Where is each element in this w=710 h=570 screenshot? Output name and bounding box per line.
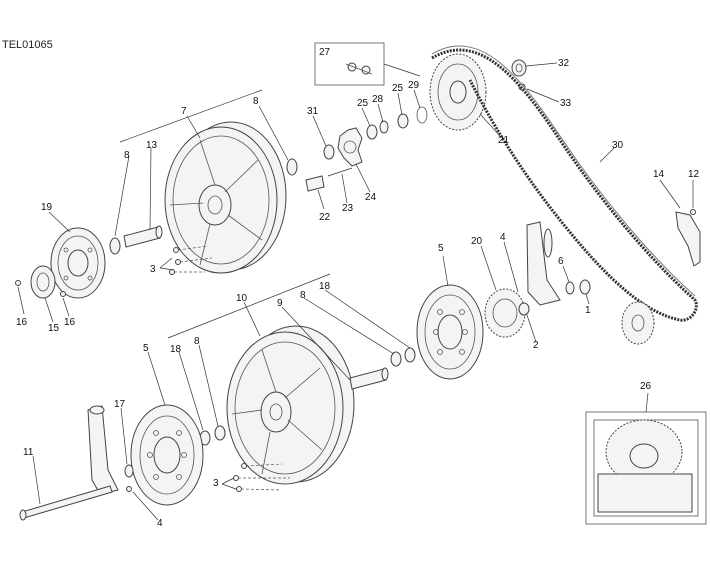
callout-6: 6: [558, 256, 564, 267]
callout-8-b: 8: [124, 150, 130, 161]
washer-28: [379, 120, 389, 134]
callout-13: 13: [146, 140, 158, 151]
callout-8-a: 8: [253, 96, 259, 107]
callout-3-bottom: 3: [213, 478, 219, 489]
drawing-reference-code: TEL01065: [2, 39, 53, 51]
callout-32: 32: [558, 58, 570, 69]
detail-27-pointer: [383, 63, 421, 77]
sprocket-carrier-24: [337, 127, 363, 167]
seal-18b: [404, 347, 416, 363]
bolt-16a: [15, 280, 21, 286]
callout-4-bottom: 4: [157, 518, 163, 529]
callout-7: 7: [181, 106, 187, 117]
front-sprocket: [621, 301, 655, 345]
callout-8-d: 8: [194, 336, 200, 347]
pin-23: [327, 167, 353, 177]
callout-27: 27: [319, 47, 331, 58]
callout-16-b: 16: [64, 317, 76, 328]
callout-5-left: 5: [143, 343, 149, 354]
brake-disc-19: [50, 227, 106, 299]
callout-29: 29: [408, 80, 420, 91]
nut-2: [518, 302, 530, 316]
callout-11: 11: [23, 447, 34, 458]
wheel-7: [164, 121, 287, 274]
screw-12: [690, 209, 696, 215]
callout-14: 14: [653, 169, 665, 180]
caliper-bracket-15: [30, 265, 56, 299]
callout-19: 19: [41, 202, 53, 213]
callout-15: 15: [48, 323, 60, 334]
circlip-29: [416, 106, 428, 124]
bolts-3-top: [169, 245, 213, 275]
bolt-16b: [60, 291, 66, 297]
callout-21: 21: [498, 135, 510, 146]
nut-detail-27: [345, 62, 373, 75]
spacer-22: [305, 175, 325, 192]
bearing-8b: [286, 158, 298, 176]
leader-lines: [17, 62, 694, 521]
callout-12: 12: [688, 169, 700, 180]
spacer-13: [123, 225, 163, 248]
nut-32: [511, 59, 527, 77]
callout-1: 1: [585, 305, 591, 316]
nut-1: [579, 279, 591, 295]
washer-17: [124, 464, 134, 478]
callout-17: 17: [114, 399, 126, 410]
callout-30: 30: [612, 140, 624, 151]
callout-25-b: 25: [392, 83, 404, 94]
callout-labels: 7 8 8 13 19 3 16 15 16 31 25 28 25 29 27…: [16, 47, 700, 529]
fork-leg: [87, 405, 119, 495]
rear-sprocket-21: [429, 53, 487, 131]
bearing-31: [323, 144, 335, 160]
callout-3-top: 3: [150, 264, 156, 275]
callout-2: 2: [533, 340, 539, 351]
sprocket-detail-26: [593, 419, 699, 517]
callout-8-c: 8: [300, 290, 306, 301]
swingarm-pivot-4: [526, 221, 561, 306]
wheel-10: [226, 325, 355, 485]
washer-6: [565, 281, 575, 295]
callout-33: 33: [560, 98, 572, 109]
callout-28: 28: [372, 94, 384, 105]
callout-20: 20: [471, 236, 483, 247]
spacer-9: [349, 367, 389, 390]
front-assembly-bracket-line: [167, 273, 331, 339]
bearing-8d: [390, 351, 402, 367]
bearing-8a: [109, 237, 121, 255]
callout-16-a: 16: [16, 317, 28, 328]
drive-chain-30: [431, 48, 698, 322]
callout-25-a: 25: [357, 98, 369, 109]
cush-drive-20: [484, 288, 526, 338]
bearing-25b: [397, 113, 409, 129]
callout-5-right: 5: [438, 243, 444, 254]
callout-26: 26: [640, 381, 652, 392]
bearing-25a: [366, 124, 378, 140]
callout-9: 9: [277, 298, 283, 309]
bearing-8c: [214, 425, 226, 441]
chain-guide-14: [675, 211, 701, 267]
assembly-bracket-line: [119, 89, 263, 143]
callout-22: 22: [319, 212, 331, 223]
chain-strand-outer: [431, 45, 696, 297]
callout-18-top: 18: [319, 281, 331, 292]
callout-23: 23: [342, 203, 354, 214]
callout-10: 10: [236, 293, 248, 304]
brake-disc-5-right: [416, 284, 484, 380]
axle-11: [19, 485, 113, 521]
callout-4-top: 4: [500, 232, 506, 243]
callout-18-bottom: 18: [170, 344, 182, 355]
callout-31: 31: [307, 106, 319, 117]
brake-disc-5-left: [130, 404, 204, 506]
callout-24: 24: [365, 192, 377, 203]
bolt-4b: [126, 486, 132, 492]
